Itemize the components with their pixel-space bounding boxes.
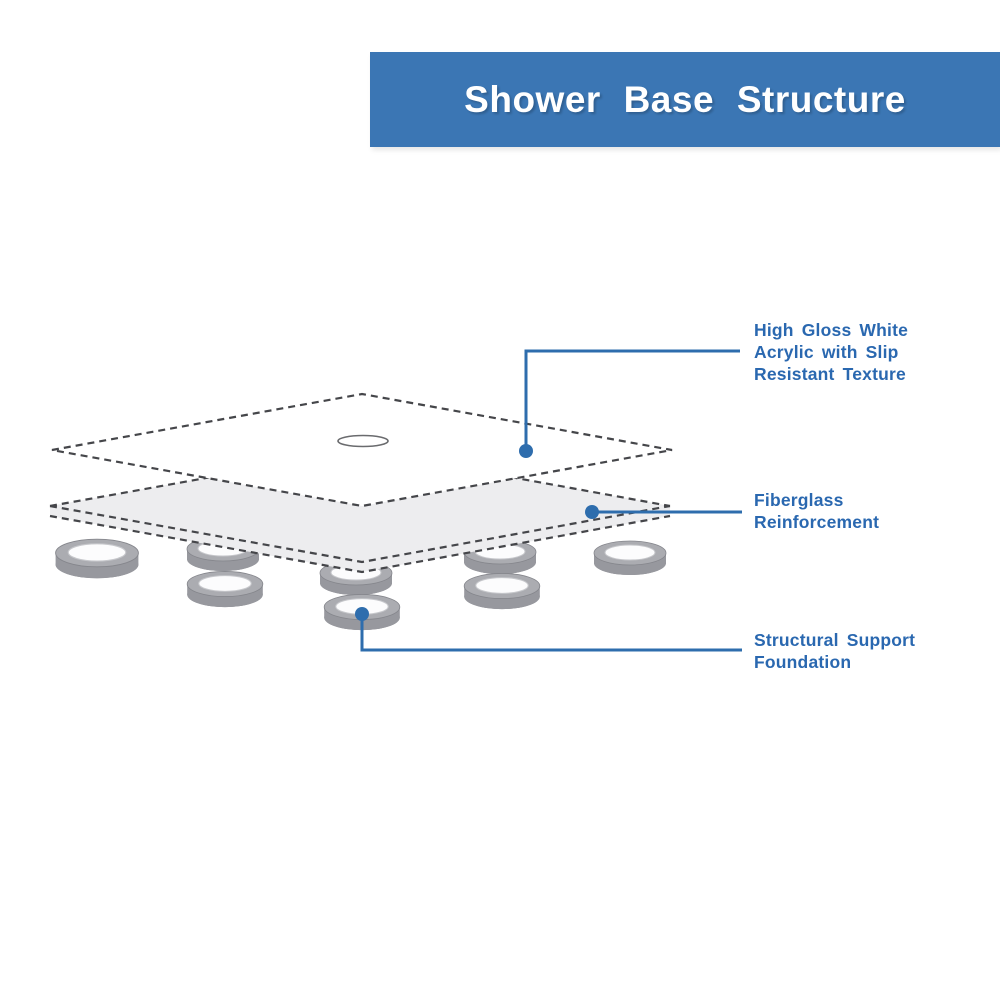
leader-dot-foundation (355, 607, 369, 621)
support-ring (463, 572, 541, 610)
support-ring (55, 538, 139, 579)
leader-line-foundation (360, 614, 742, 652)
callout-line: Structural Support (754, 630, 916, 650)
fiberglass-slab-fill (50, 450, 670, 572)
callout-line: Resistant Texture (754, 364, 906, 384)
callout-line: Fiberglass (754, 490, 844, 510)
support-ring (186, 570, 264, 608)
title-banner: Shower Base Structure (370, 52, 1000, 147)
leader-dot-acrylic (519, 444, 533, 458)
callout-line: High Gloss White (754, 320, 909, 340)
callout-foundation-label: Structural Support Foundation (754, 629, 954, 673)
page-title: Shower Base Structure (464, 78, 906, 120)
leader-dot-fiberglass (585, 505, 599, 519)
support-ring (593, 540, 667, 576)
leader-line-acrylic (524, 349, 740, 451)
drain-hole (337, 434, 389, 448)
callout-line: Reinforcement (754, 512, 880, 532)
fiberglass-bottom-edges (49, 514, 671, 574)
callout-leaders (355, 349, 742, 652)
callout-line: Acrylic with Slip (754, 342, 899, 362)
callout-line: Foundation (754, 652, 852, 672)
acrylic-surface (51, 392, 673, 508)
fiberglass-front-edges (49, 504, 671, 564)
callout-fiberglass-label: Fiberglass Reinforcement (754, 489, 954, 533)
callout-acrylic-label: High Gloss White Acrylic with Slip Resis… (754, 319, 954, 385)
top-acrylic-layer (51, 392, 673, 508)
